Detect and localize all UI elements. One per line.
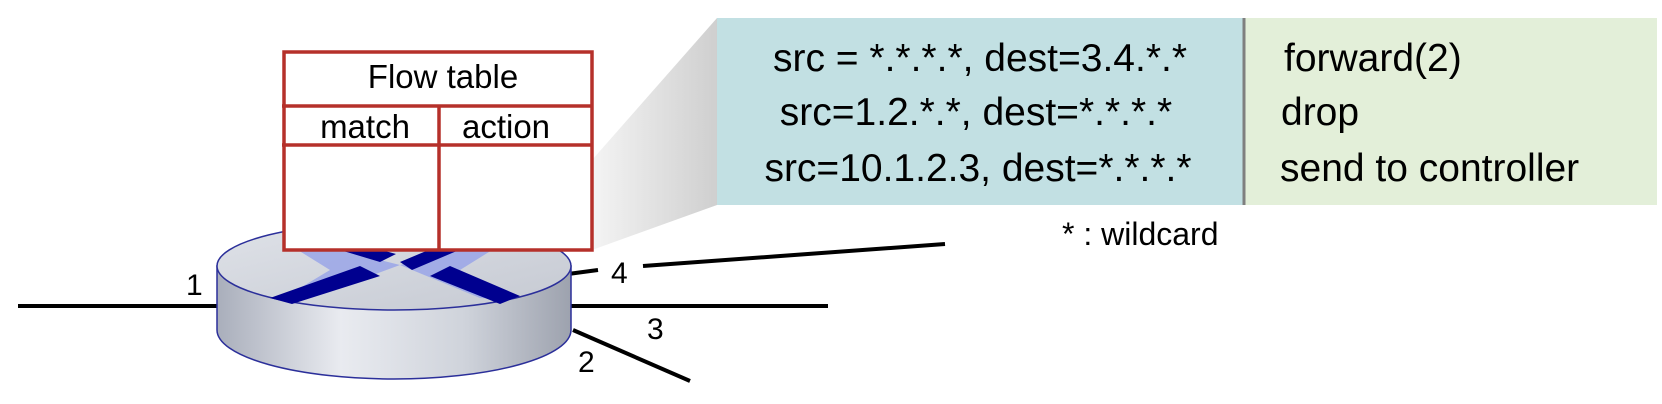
port-label-3: 3 xyxy=(647,313,664,346)
rule-3-action: send to controller xyxy=(1280,147,1579,190)
port-label-1: 1 xyxy=(186,269,203,302)
link-port-2 xyxy=(572,328,691,383)
link-port-4-b xyxy=(642,242,946,268)
rules-box: src = *.*.*.*, dest=3.4.*.* src=1.2.*.*,… xyxy=(717,18,1657,205)
flow-table-col-match: match xyxy=(320,108,410,145)
flow-table: Flow table match action xyxy=(282,50,594,252)
flow-table-col-action: action xyxy=(462,108,550,145)
port-label-2: 2 xyxy=(578,346,595,379)
rules-action-panel xyxy=(1245,18,1657,205)
rule-1-action: forward(2) xyxy=(1284,37,1462,80)
rule-2-match: src=1.2.*.*, dest=*.*.*.* xyxy=(780,91,1172,134)
link-port-4-a xyxy=(567,268,599,276)
callout-shade xyxy=(592,18,717,250)
rule-1-match: src = *.*.*.*, dest=3.4.*.* xyxy=(773,37,1187,80)
rule-3-match: src=10.1.2.3, dest=*.*.*.* xyxy=(764,147,1191,190)
wildcard-note: * : wildcard xyxy=(1062,216,1219,252)
port-label-4: 4 xyxy=(611,257,628,290)
flow-table-title: Flow table xyxy=(368,58,518,95)
rule-2-action: drop xyxy=(1281,91,1359,134)
rules-match-panel xyxy=(717,18,1243,205)
